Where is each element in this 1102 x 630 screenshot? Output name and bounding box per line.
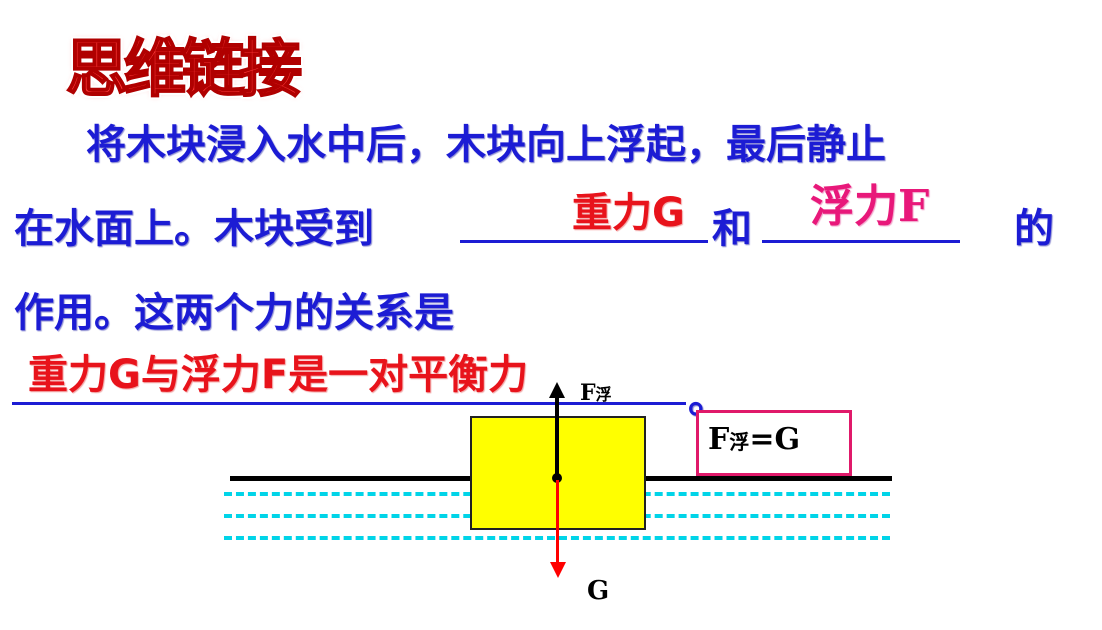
force-origin-point — [552, 473, 562, 483]
buoyancy-label-main: F — [580, 380, 596, 406]
buoyancy-label-sub: 浮 — [595, 385, 612, 404]
buoyancy-label: F浮 — [580, 380, 612, 406]
blank-1-underline — [460, 240, 708, 243]
question-line-2-start: 在水面上。木块受到 — [14, 206, 374, 252]
answer-relation: 重力G与浮力F是一对平衡力 — [28, 352, 529, 398]
question-line-1: 将木块浸入水中后，木块向上浮起，最后静止 — [86, 122, 886, 168]
question-line-2-and: 和 — [712, 206, 752, 252]
question-line-3: 作用。这两个力的关系是 — [14, 290, 454, 336]
equation-box — [696, 410, 852, 476]
answer-blank-2: 浮力F — [810, 181, 930, 232]
slide-title: 思维链接 — [65, 31, 303, 106]
blank-3-underline — [12, 402, 686, 405]
blank-2-underline — [762, 240, 960, 243]
question-line-2-end: 的 — [1014, 206, 1054, 252]
gravity-arrowhead-icon — [550, 562, 566, 578]
buoyancy-arrow-shaft — [555, 394, 559, 480]
equation-rest: =G — [749, 422, 801, 457]
equation-sub: 浮 — [729, 430, 750, 454]
gravity-label: G — [587, 576, 610, 606]
buoyancy-arrowhead-icon — [549, 382, 565, 398]
equation-main: F — [708, 422, 730, 457]
answer-blank-1: 重力G — [572, 190, 685, 236]
gravity-arrow-shaft — [556, 480, 559, 566]
equation-text: F浮=G — [708, 422, 800, 457]
